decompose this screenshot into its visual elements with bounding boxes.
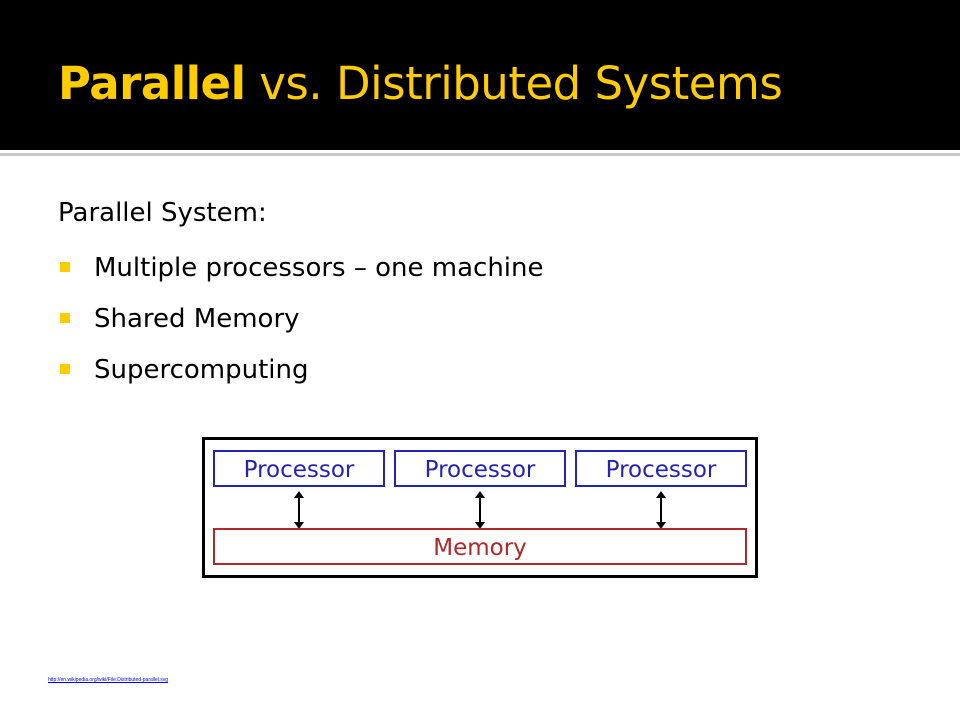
section-heading: Parallel System: xyxy=(58,198,267,228)
source-link[interactable]: http://en.wikipedia.org/wiki/File:Distri… xyxy=(48,677,169,683)
bullet-square-icon xyxy=(60,313,70,323)
bullet-item: Supercomputing xyxy=(58,350,544,401)
processor-box xyxy=(213,450,385,487)
bullet-item: Shared Memory xyxy=(58,299,544,350)
title-divider xyxy=(0,153,960,156)
processor-box xyxy=(394,450,566,487)
memory-box xyxy=(213,528,747,565)
slide-title: Parallel vs. Distributed Systems xyxy=(58,52,783,116)
shared-memory-diagram: Processor Processor Processor Memory xyxy=(202,437,758,578)
bullet-list: Multiple processors – one machine Shared… xyxy=(58,248,544,401)
bidirectional-arrow-icon xyxy=(656,491,666,529)
memory-label: Memory xyxy=(433,535,527,561)
bullet-square-icon xyxy=(60,364,70,374)
slide-title-bold: Parallel xyxy=(58,57,246,110)
bullet-text: Supercomputing xyxy=(94,355,309,385)
slide-title-rest: vs. Distributed Systems xyxy=(245,57,783,110)
bidirectional-arrow-icon xyxy=(475,491,485,529)
processor-label: Processor xyxy=(244,457,355,483)
bidirectional-arrow-icon xyxy=(294,491,304,529)
bullet-item: Multiple processors – one machine xyxy=(58,248,544,299)
title-bar: Parallel vs. Distributed Systems xyxy=(0,0,960,150)
processor-box xyxy=(575,450,747,487)
bullet-text: Shared Memory xyxy=(94,304,300,334)
processor-label: Processor xyxy=(425,457,536,483)
bullet-square-icon xyxy=(60,262,70,272)
processor-label: Processor xyxy=(606,457,717,483)
bullet-text: Multiple processors – one machine xyxy=(94,253,544,283)
